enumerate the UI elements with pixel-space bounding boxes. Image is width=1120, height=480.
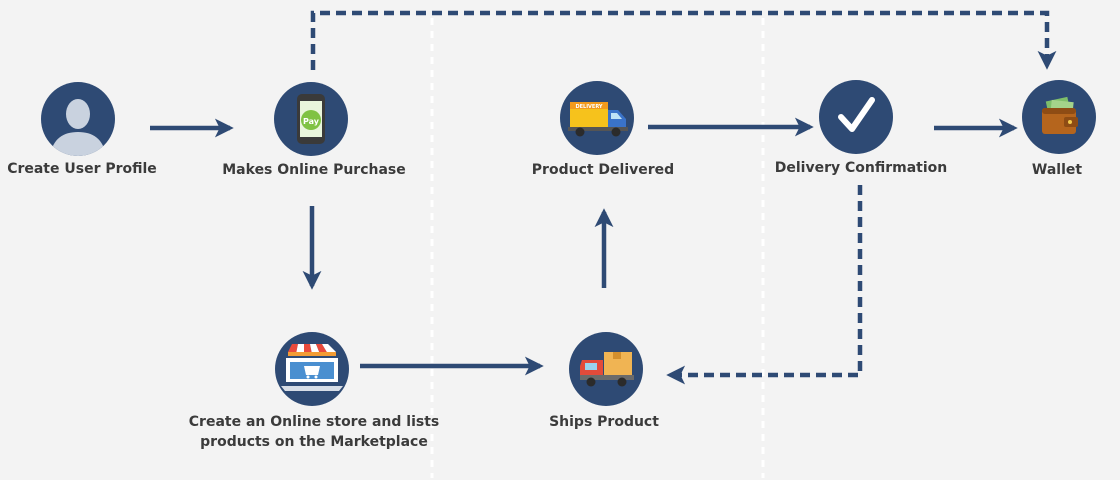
- label-ships-product: Ships Product: [549, 414, 659, 430]
- node-wallet: [1022, 80, 1096, 154]
- node-ships-product: [569, 332, 643, 406]
- node-online-store: [275, 332, 349, 406]
- label-online-purchase: Makes Online Purchase: [222, 162, 406, 178]
- delivery-truck-icon: [580, 352, 634, 387]
- label-product-delivered: Product Delivered: [531, 162, 675, 178]
- label-wallet: Wallet: [1031, 162, 1083, 178]
- checkmark-icon: [838, 97, 875, 132]
- svg-text:DELIVERY: DELIVERY: [575, 104, 602, 110]
- node-product-delivered: DELIVERY: [560, 81, 634, 155]
- node-delivery-confirmation: [819, 80, 893, 154]
- node-create-profile: [41, 82, 115, 156]
- label-create-profile: Create User Profile: [7, 161, 157, 177]
- online-store-icon: [281, 344, 343, 391]
- delivery-van-icon: DELIVERY: [568, 102, 628, 137]
- node-online-purchase: Pay: [274, 82, 348, 156]
- mobile-pay-icon: Pay: [297, 94, 325, 144]
- label-online-store: Create an Online store and lists product…: [188, 414, 440, 450]
- wallet-icon: [1042, 96, 1078, 134]
- label-delivery-confirmation: Delivery Confirmation: [774, 160, 948, 176]
- svg-text:Pay: Pay: [303, 117, 320, 126]
- edge-confirmation-to-ships-dashed: [666, 185, 863, 385]
- edge-purchase-to-wallet-dashed: [310, 10, 1057, 70]
